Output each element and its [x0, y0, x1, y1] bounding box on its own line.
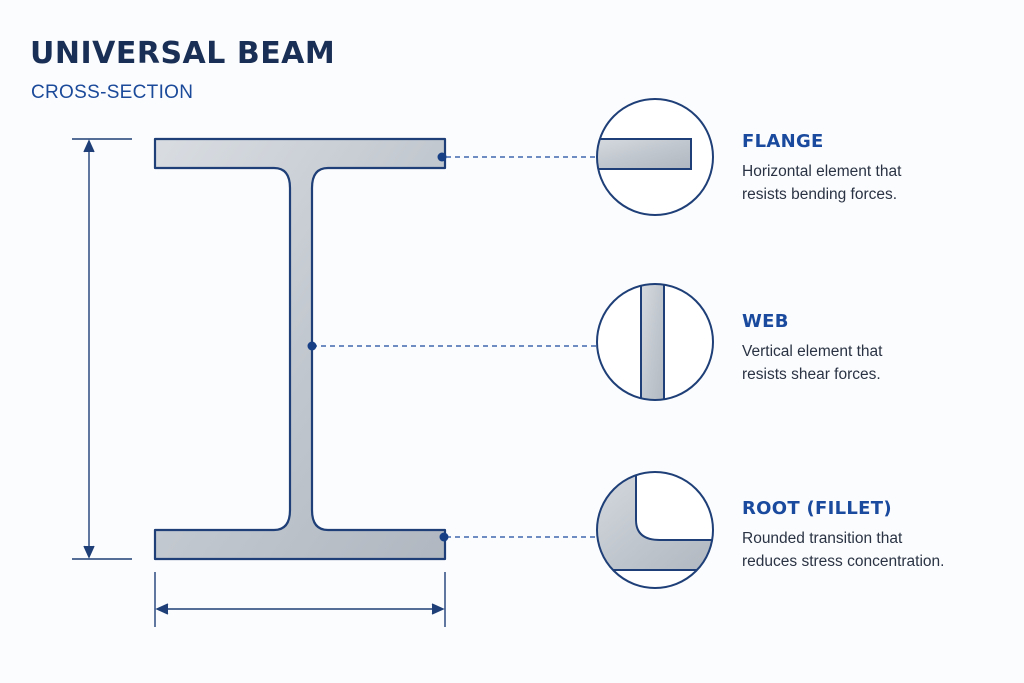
web-description: Vertical element that resists shear forc…	[742, 340, 1012, 386]
flange-desc-line-2: resists bending forces.	[742, 186, 898, 203]
root-desc-line-1: Rounded transition that	[742, 530, 903, 547]
flange-callout: FLANGE Horizontal element that resists b…	[742, 131, 1012, 206]
flange-title: FLANGE	[742, 131, 824, 152]
flange-desc-line-1: Horizontal element that	[742, 163, 902, 180]
web-desc-line-1: Vertical element that	[742, 343, 883, 360]
root-description: Rounded transition that reduces stress c…	[742, 527, 1012, 573]
page-subtitle: CROSS-SECTION	[31, 82, 194, 103]
flange-marker-dot	[437, 152, 447, 162]
web-callout: WEB Vertical element that resists shear …	[742, 311, 1012, 386]
flange-detail-magnifier	[596, 98, 714, 216]
root-marker-dot	[439, 532, 449, 542]
page-title: UNIVERSAL BEAM	[30, 36, 336, 71]
root-detail-magnifier	[596, 471, 714, 589]
root-desc-line-2: reduces stress concentration.	[742, 553, 945, 570]
web-desc-line-2: resists shear forces.	[742, 366, 881, 383]
web-marker-dot	[307, 341, 317, 351]
web-title: WEB	[742, 311, 789, 332]
root-title: ROOT (FILLET)	[742, 498, 892, 519]
i-beam-section	[153, 137, 447, 561]
height-dimension	[72, 138, 132, 560]
width-dimension	[154, 572, 446, 627]
flange-description: Horizontal element that resists bending …	[742, 160, 1012, 206]
root-callout: ROOT (FILLET) Rounded transition that re…	[742, 498, 1012, 573]
web-detail-magnifier	[596, 283, 714, 401]
